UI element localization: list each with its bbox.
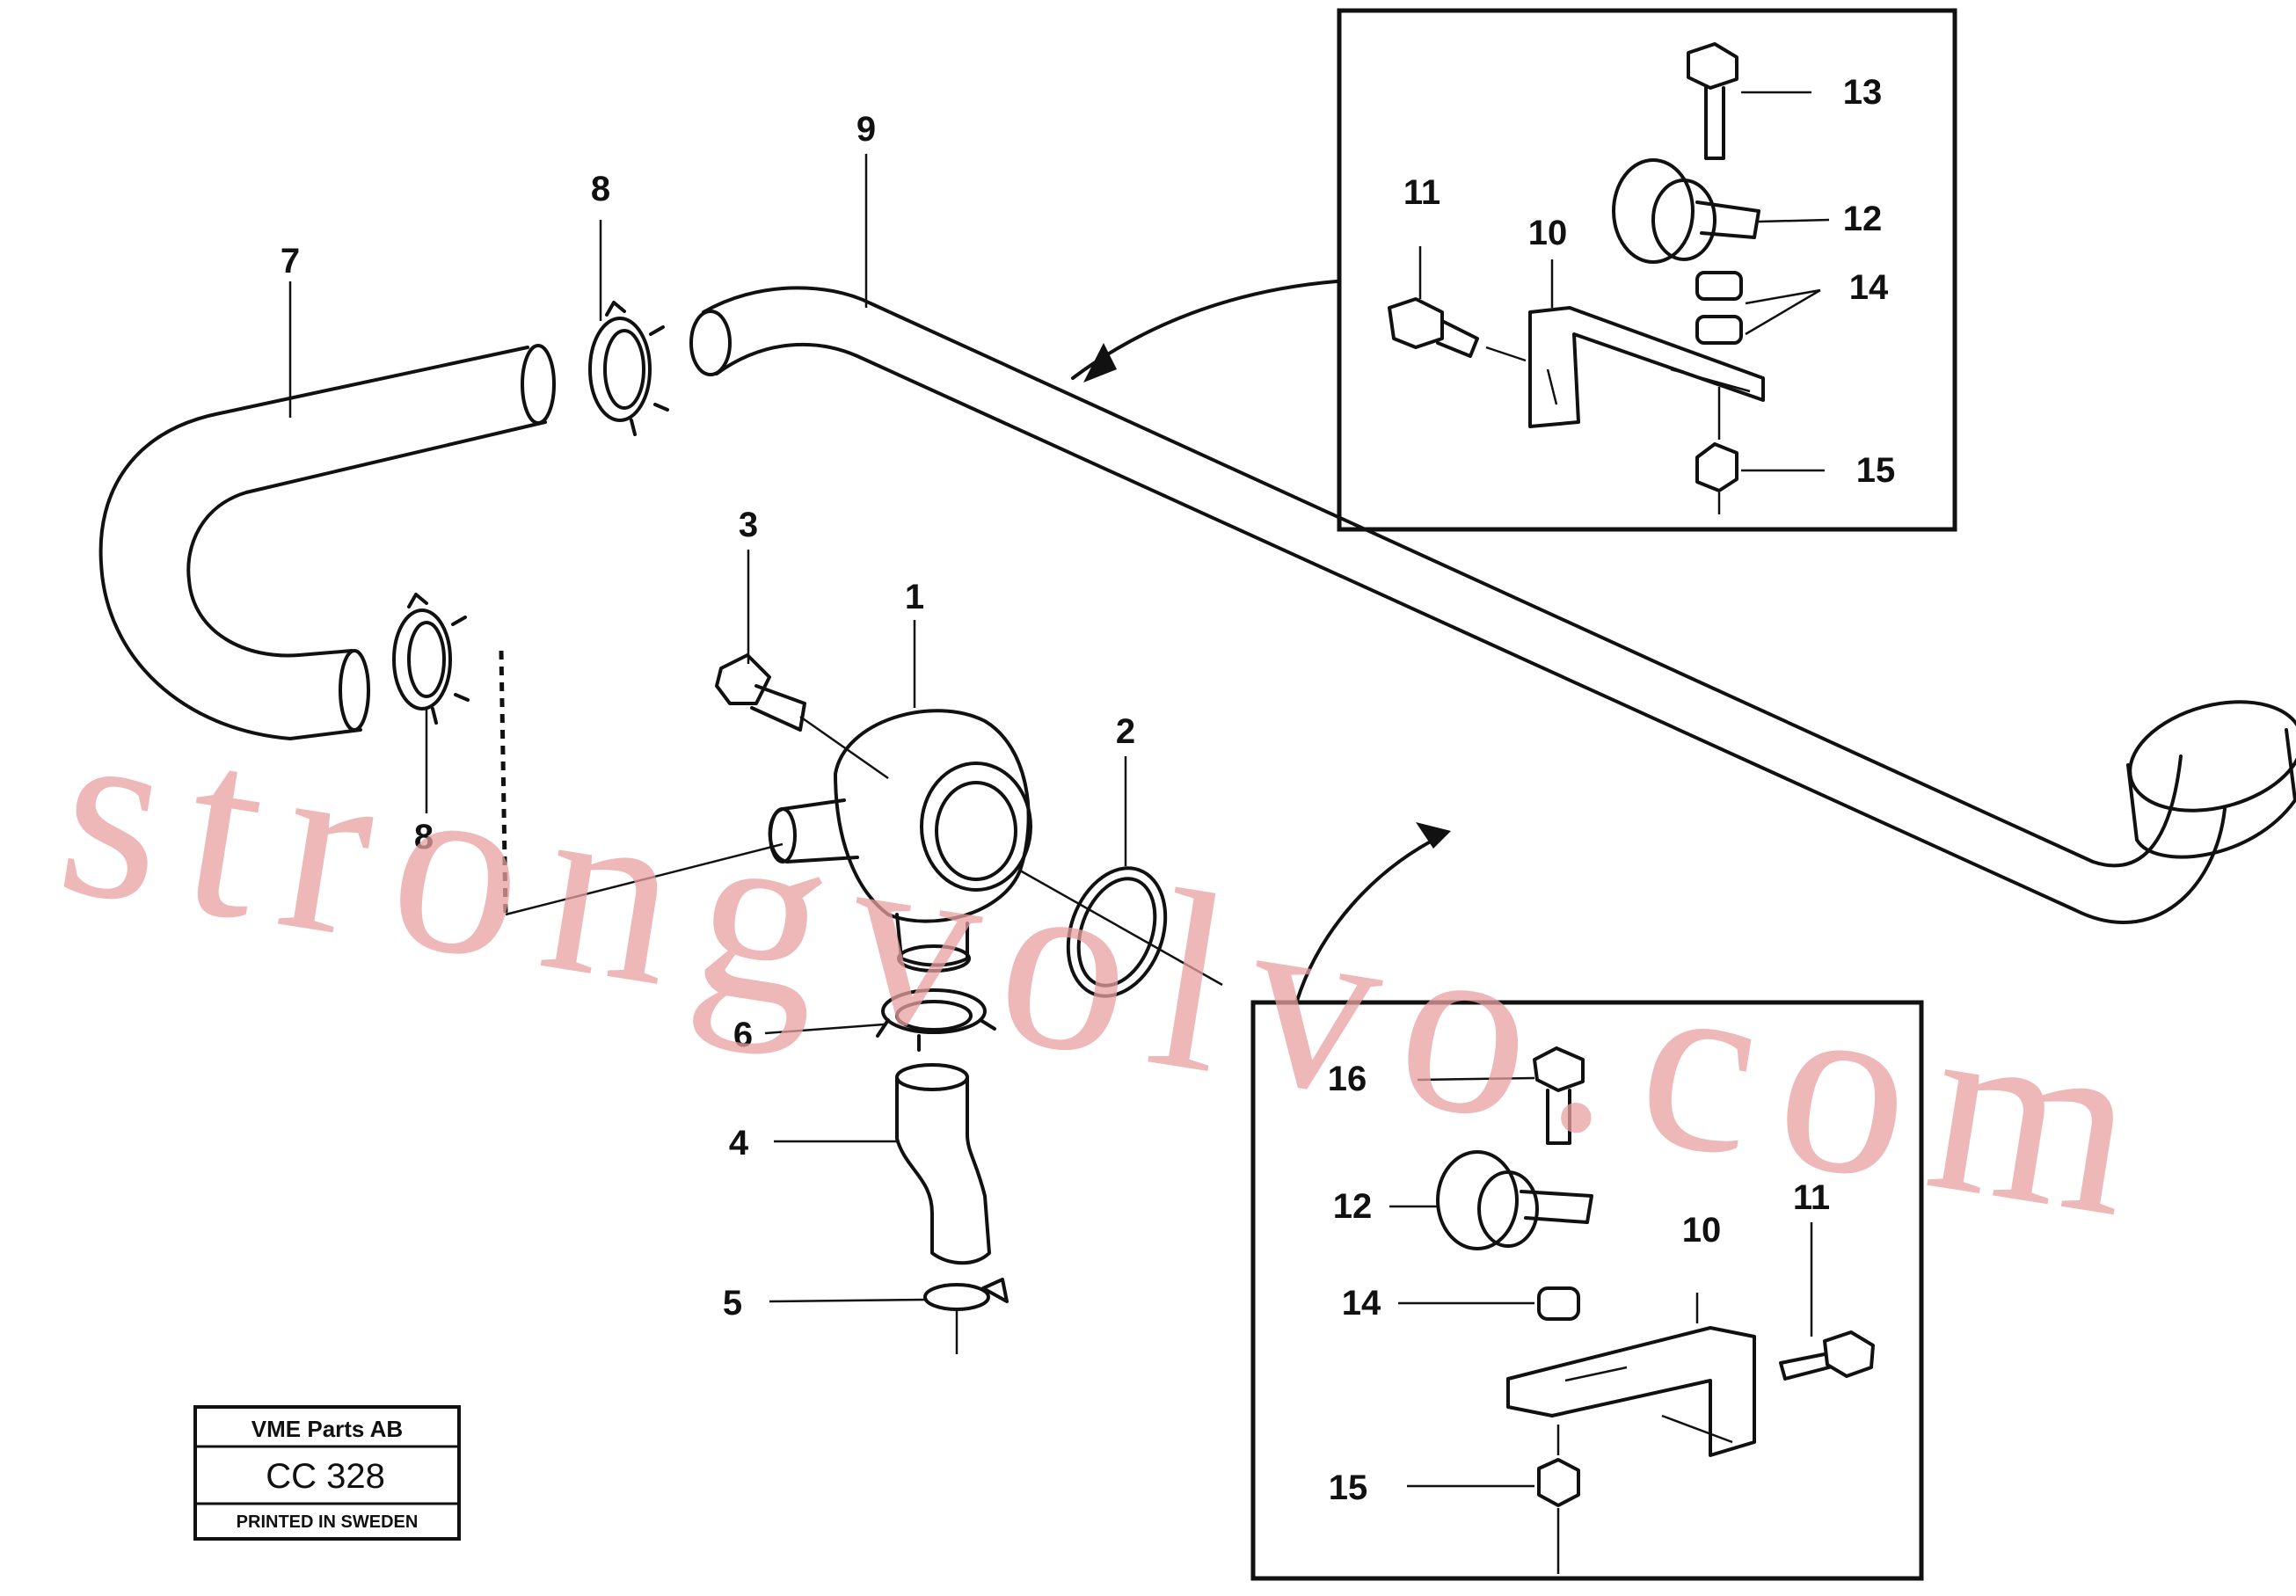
callout-7: 7 [281, 242, 300, 281]
inset-top-callout-15: 15 [1856, 451, 1896, 490]
hose-clip-5 [923, 1278, 1009, 1354]
inset-top-callout-10: 10 [1528, 214, 1568, 252]
inset-bottom-callout-10: 10 [1682, 1211, 1722, 1250]
callout-1: 1 [905, 578, 924, 616]
callout-2: 2 [1116, 712, 1135, 751]
hose-7 [98, 344, 556, 740]
inset-top-callout-11: 11 [1403, 173, 1440, 212]
connection-line-2 [505, 842, 784, 916]
connection-line [499, 650, 508, 915]
callout-8-lower: 8 [414, 818, 434, 856]
hose-clamp-8-lower [392, 593, 470, 725]
leader-lines [288, 154, 1127, 1303]
hose-4 [895, 1063, 991, 1265]
inset-bottom [1250, 822, 1924, 1581]
title-block: VME Parts AB CC 328 PRINTED IN SWEDEN [193, 1405, 461, 1541]
inset-bottom-callout-15: 15 [1329, 1468, 1368, 1507]
pipe-9 [689, 286, 2296, 925]
hose-clamp-6 [876, 988, 996, 1052]
inset-bottom-callout-16: 16 [1328, 1060, 1367, 1098]
callout-numbers: 7 8 9 3 1 2 8 6 4 5 13 11 10 12 14 15 16… [281, 73, 1895, 1507]
callout-6: 6 [733, 1016, 753, 1054]
inset-top-callout-14: 14 [1849, 268, 1889, 307]
title-block-company: VME Parts AB [251, 1416, 403, 1442]
hose-clamp-8-upper [588, 301, 669, 436]
inset-bottom-callout-11: 11 [1793, 1178, 1830, 1217]
inset-top-callout-12: 12 [1843, 200, 1883, 238]
callout-4: 4 [729, 1124, 749, 1162]
title-block-code: CC 328 [266, 1457, 385, 1496]
callout-8-upper: 8 [591, 170, 610, 208]
title-block-printed: PRINTED IN SWEDEN [237, 1512, 419, 1532]
callout-5: 5 [723, 1284, 742, 1323]
inset-bottom-callout-12: 12 [1333, 1187, 1373, 1226]
inset-bottom-callout-14: 14 [1342, 1284, 1381, 1323]
inset-top [1071, 8, 1957, 532]
housing-1 [768, 709, 1032, 973]
inset-top-callout-13: 13 [1843, 73, 1883, 112]
callout-9: 9 [856, 110, 876, 149]
callout-3: 3 [739, 506, 758, 544]
bolt-3 [715, 653, 889, 780]
o-ring-2 [1019, 866, 1223, 998]
